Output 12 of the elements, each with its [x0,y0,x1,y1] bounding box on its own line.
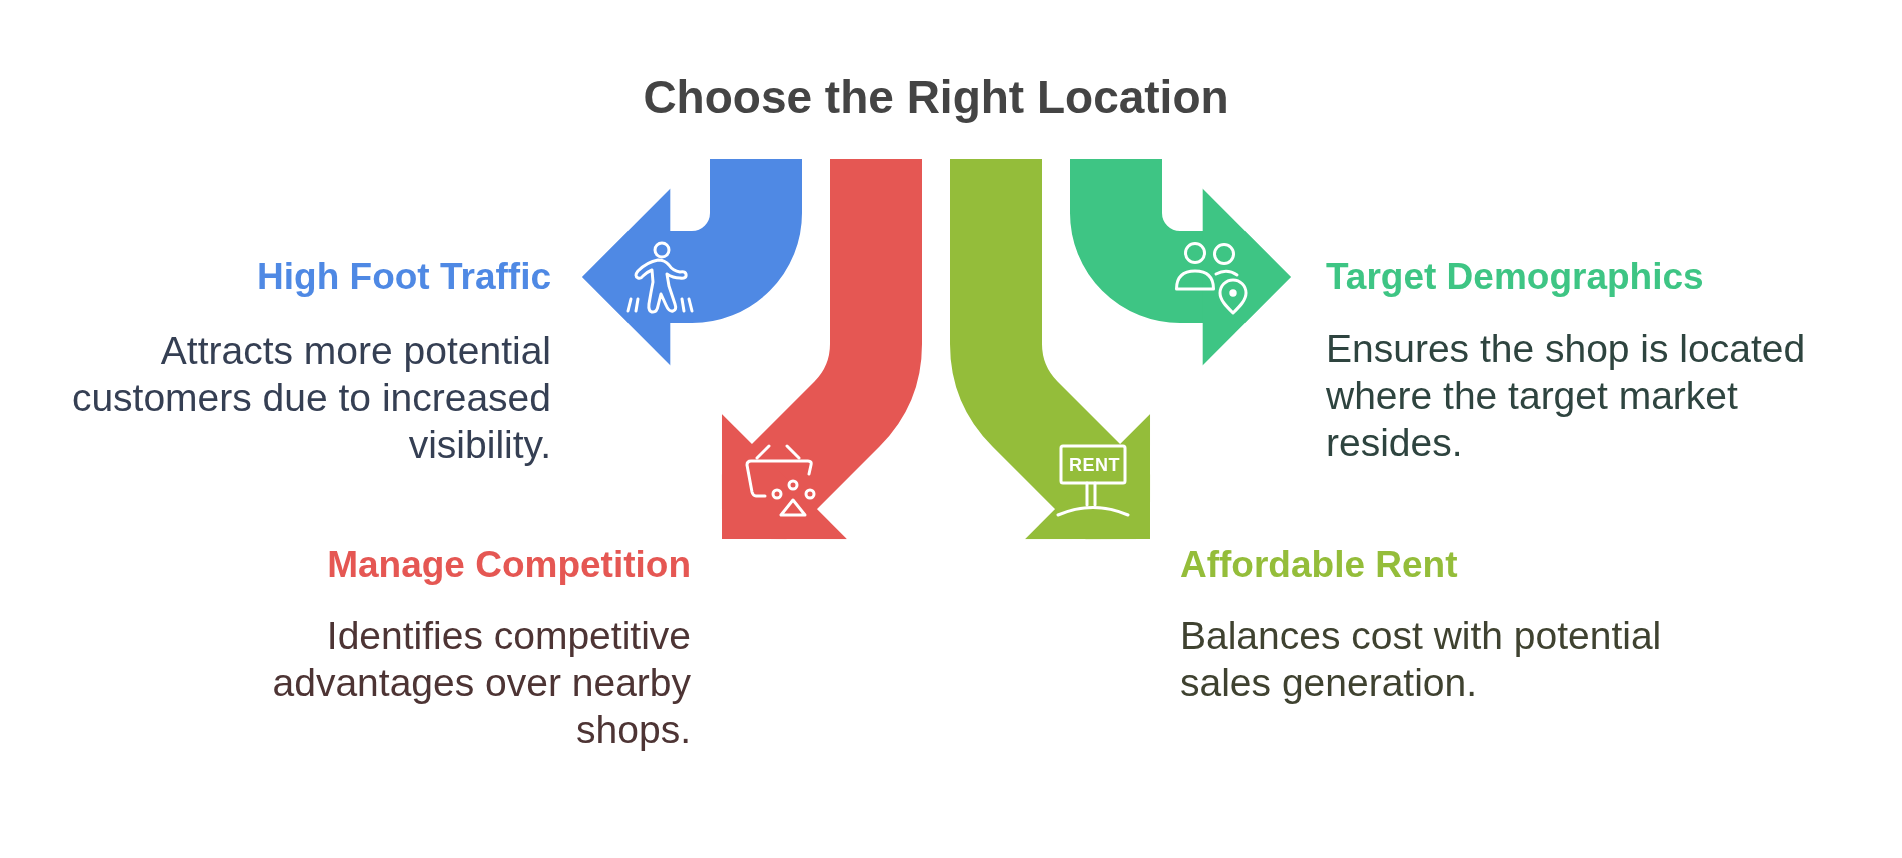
node-heading: Target Demographics [1326,255,1704,299]
node-heading: Affordable Rent [1180,543,1458,587]
node-heading: High Foot Traffic [257,255,551,299]
curved-arrow [582,159,802,366]
title: Choose the Right Location [643,70,1229,125]
node-heading: Manage Competition [327,543,691,587]
node-description: Identifies competitive advantages over nearby shops. [271,613,691,753]
curved-arrow [1070,159,1291,366]
node-description: Attracts more potential customers due to increased visibility. [70,328,551,468]
node-description: Ensures the shop is located where the target market resides. [1326,326,1807,466]
node-description: Balances cost with potential sales generation. [1180,613,1663,706]
sign-text: RENT [1069,455,1120,475]
